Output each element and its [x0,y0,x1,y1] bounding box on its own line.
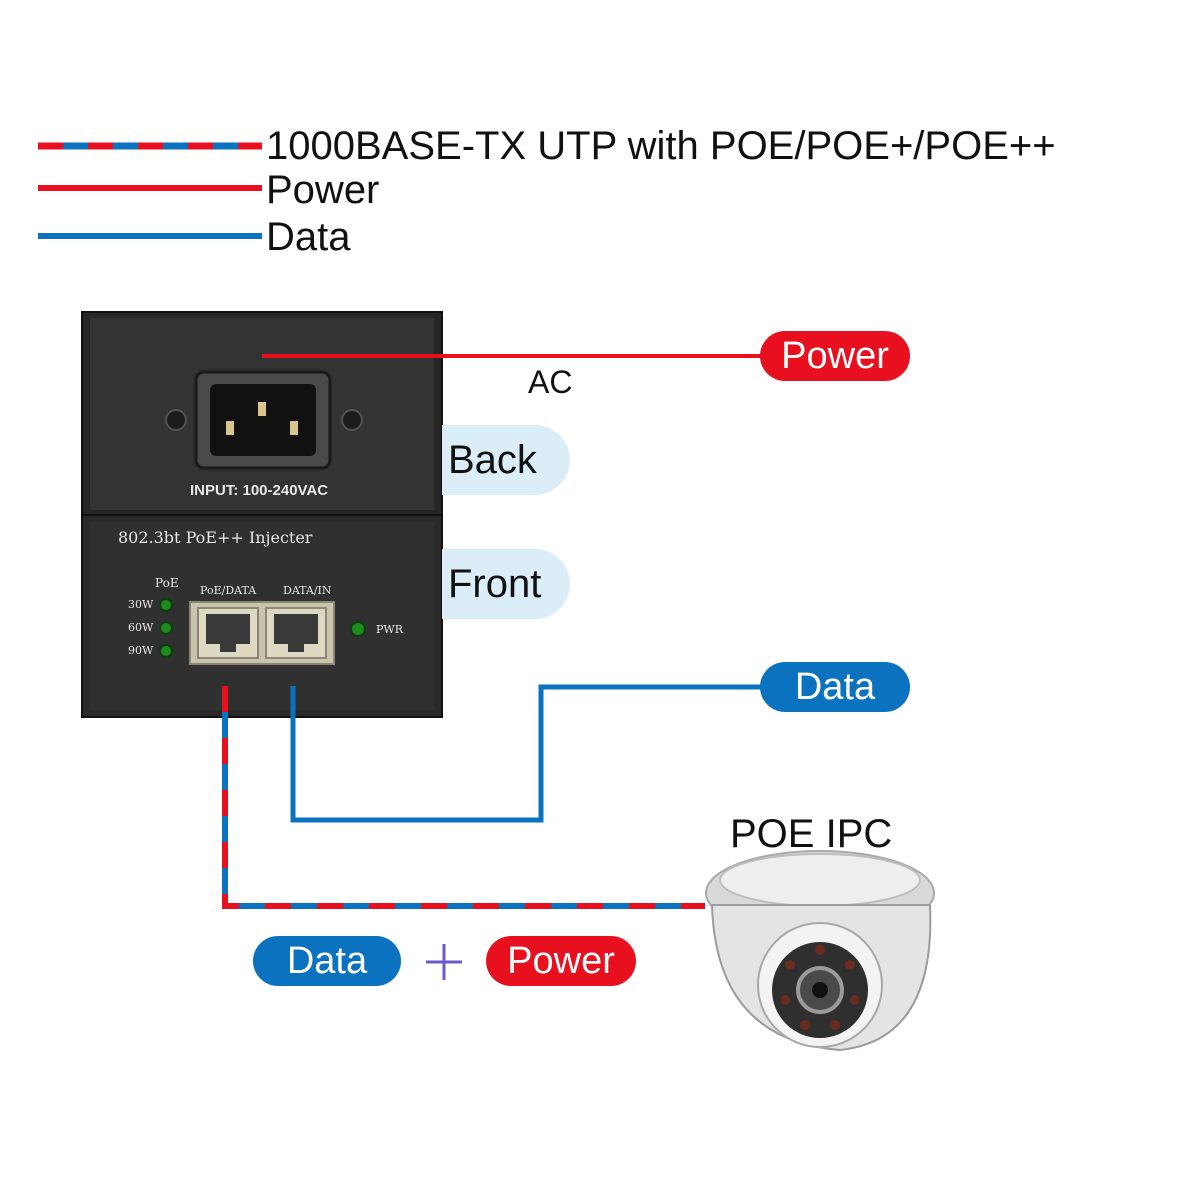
port-poe-data-label: PoE/DATA [200,584,257,597]
led-30w-label: 30W [128,598,154,611]
legend-power-label: Power [266,168,380,212]
led-60w [159,621,173,635]
port-data-in-label: DATA/IN [283,584,332,597]
led-90w [159,644,173,658]
model-label: 802.3bt PoE++ Injecter [118,528,313,547]
led-30w [159,598,173,612]
pwr-label: PWR [376,623,403,636]
poe-cable-blue [222,686,705,909]
poe-cable-red [222,686,705,909]
bottom-power-pill: Power [486,936,636,986]
front-side-label: Front [442,549,570,619]
ac-label: AC [528,364,573,400]
bottom-data-pill: Data [253,936,401,986]
dome-camera-icon [705,850,935,1052]
led-pwr [350,621,366,637]
led-60w-label: 60W [128,621,154,634]
screw-icon [341,409,363,431]
port-poe-data [197,607,259,659]
legend-data-label: Data [266,215,351,259]
power-pill: Power [760,331,910,381]
back-side-label: Back [442,425,570,495]
camera-title: POE IPC [730,812,893,856]
front-panel [81,514,443,718]
port-data-in [265,607,327,659]
data-pill: Data [760,662,910,712]
poe-header-label: PoE [155,576,179,590]
input-rating-label: INPUT: 100-240VAC [190,482,329,499]
back-panel [81,311,443,518]
led-90w-label: 90W [128,644,154,657]
screw-icon [165,409,187,431]
data-cable [290,684,770,823]
plus-icon [426,944,462,980]
legend-poe-label: 1000BASE-TX UTP with POE/POE+/POE++ [266,124,1056,168]
